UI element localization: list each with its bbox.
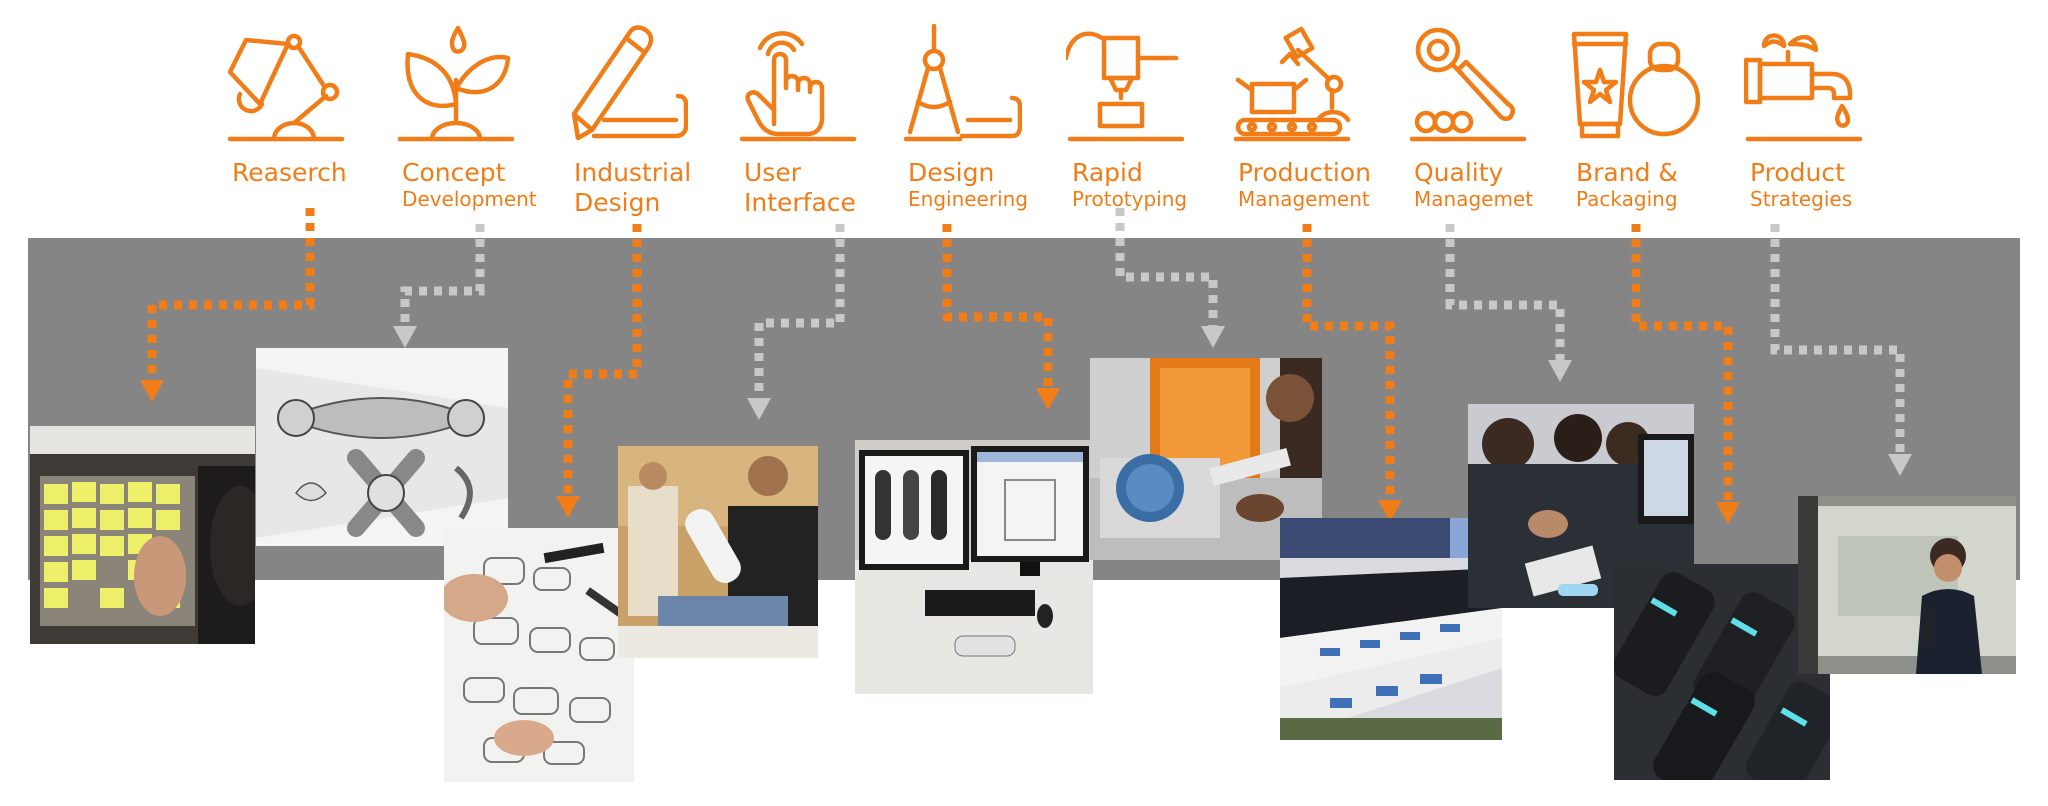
connector-production-line bbox=[1302, 224, 1395, 504]
presentation-speaker-photo bbox=[1798, 496, 2016, 674]
stage-ui: User Interface bbox=[738, 24, 888, 215]
connector-production-arrowhead bbox=[1378, 500, 1402, 522]
assembly-line-photo bbox=[1280, 518, 1502, 740]
stage-concept-label: Concept bbox=[402, 158, 506, 187]
robot-arm-conveyor-icon bbox=[1233, 26, 1351, 142]
connector-research-line bbox=[147, 208, 315, 385]
connector-research bbox=[140, 208, 315, 402]
connector-prototyping-arrowhead bbox=[1201, 326, 1225, 348]
connector-brand-line bbox=[1631, 224, 1733, 506]
stage-strategies: Product Strategies bbox=[1744, 24, 1894, 209]
user-testing-photo bbox=[618, 446, 818, 658]
stage-engineering-label: Design bbox=[908, 158, 995, 187]
stage-engineering-sublabel: Engineering bbox=[908, 187, 1028, 211]
stage-prototyping-label: Rapid bbox=[1072, 158, 1143, 187]
connector-ui-line bbox=[754, 224, 845, 402]
stage-prototyping: Rapid Prototyping bbox=[1066, 24, 1216, 209]
stage-industrial-sublabel: Design bbox=[574, 188, 661, 217]
connector-prototyping bbox=[1115, 208, 1225, 348]
stage-brand: Brand & Packaging bbox=[1570, 24, 1720, 209]
connector-industrial-line bbox=[563, 224, 642, 500]
stage-strategies-label: Product bbox=[1750, 158, 1845, 187]
connector-prototyping-line bbox=[1115, 208, 1218, 330]
sticky-notes-wall-photo bbox=[30, 426, 255, 644]
connector-concept-arrowhead bbox=[393, 326, 417, 348]
magnifier-inspection-icon bbox=[1409, 27, 1527, 142]
connector-production bbox=[1302, 224, 1402, 522]
photo-quality bbox=[1468, 404, 1694, 608]
connector-strategies-line bbox=[1770, 224, 1905, 458]
team-inspection-photo bbox=[1468, 404, 1694, 608]
photo-production bbox=[1280, 518, 1502, 740]
stage-ui-label: User bbox=[744, 158, 801, 187]
connector-quality-line bbox=[1445, 224, 1565, 364]
connector-brand-arrowhead bbox=[1716, 502, 1740, 524]
connector-research-arrowhead bbox=[140, 380, 164, 402]
stage-concept-sublabel: Development bbox=[402, 187, 537, 211]
stage-quality: Quality Managemet bbox=[1408, 24, 1558, 209]
connector-engineering bbox=[942, 224, 1060, 410]
stage-production: Production Management bbox=[1232, 24, 1382, 209]
connector-quality-arrowhead bbox=[1548, 360, 1572, 382]
connector-concept-line bbox=[400, 224, 485, 330]
stage-quality-label: Quality bbox=[1414, 158, 1504, 187]
connector-ui bbox=[747, 224, 845, 420]
stage-brand-sublabel: Packaging bbox=[1576, 187, 1678, 211]
stage-research-label: Reaserch bbox=[232, 158, 347, 187]
connector-quality bbox=[1445, 224, 1572, 382]
touch-hand-icon bbox=[739, 31, 857, 142]
stage-quality-sublabel: Managemet bbox=[1414, 187, 1534, 211]
photo-concept bbox=[256, 348, 508, 546]
stage-industrial: Industrial Design bbox=[568, 24, 718, 215]
connector-industrial bbox=[556, 224, 642, 518]
pencil-icon bbox=[571, 25, 688, 141]
stage-research: Reaserch bbox=[226, 24, 376, 185]
stage-ui-sublabel: Interface bbox=[744, 188, 856, 217]
stage-concept: Concept Development bbox=[396, 24, 546, 209]
stage-engineering: Design Engineering bbox=[902, 24, 1052, 209]
photo-ui bbox=[618, 446, 818, 658]
stage-industrial-label: Industrial bbox=[574, 158, 692, 187]
faucet-drop-icon bbox=[1744, 33, 1863, 142]
connector-brand bbox=[1631, 224, 1740, 524]
stage-prototyping-sublabel: Prototyping bbox=[1072, 187, 1188, 211]
stage-brand-label: Brand & bbox=[1576, 158, 1678, 187]
photo-brand bbox=[1614, 564, 1830, 780]
photo-research bbox=[30, 426, 255, 644]
3d-printer-icon bbox=[1066, 31, 1185, 142]
desk-lamp-icon bbox=[227, 33, 345, 142]
connector-industrial-arrowhead bbox=[556, 496, 580, 518]
photo-industrial bbox=[444, 528, 634, 782]
compass-blueprint-icon bbox=[903, 24, 1022, 142]
connector-engineering-line bbox=[942, 224, 1053, 392]
photo-engineering bbox=[855, 440, 1093, 694]
stage-production-label: Production bbox=[1238, 158, 1372, 187]
hand-sketching-photo bbox=[444, 528, 634, 782]
stage-strategies-sublabel: Strategies bbox=[1750, 187, 1853, 211]
connector-strategies-arrowhead bbox=[1888, 454, 1912, 476]
sprouting-plant-icon bbox=[397, 25, 515, 142]
connector-ui-arrowhead bbox=[747, 398, 771, 420]
photo-strategies bbox=[1798, 496, 2016, 674]
connector-concept bbox=[393, 224, 485, 348]
product-sketch-render-photo bbox=[256, 348, 508, 546]
connector-engineering-arrowhead bbox=[1036, 388, 1060, 410]
cad-workstation-photo bbox=[855, 440, 1093, 694]
stage-production-sublabel: Management bbox=[1238, 187, 1370, 211]
tube-and-bottle-icon bbox=[1571, 31, 1700, 139]
connector-strategies bbox=[1770, 224, 1912, 476]
packaged-products-photo bbox=[1614, 564, 1830, 780]
